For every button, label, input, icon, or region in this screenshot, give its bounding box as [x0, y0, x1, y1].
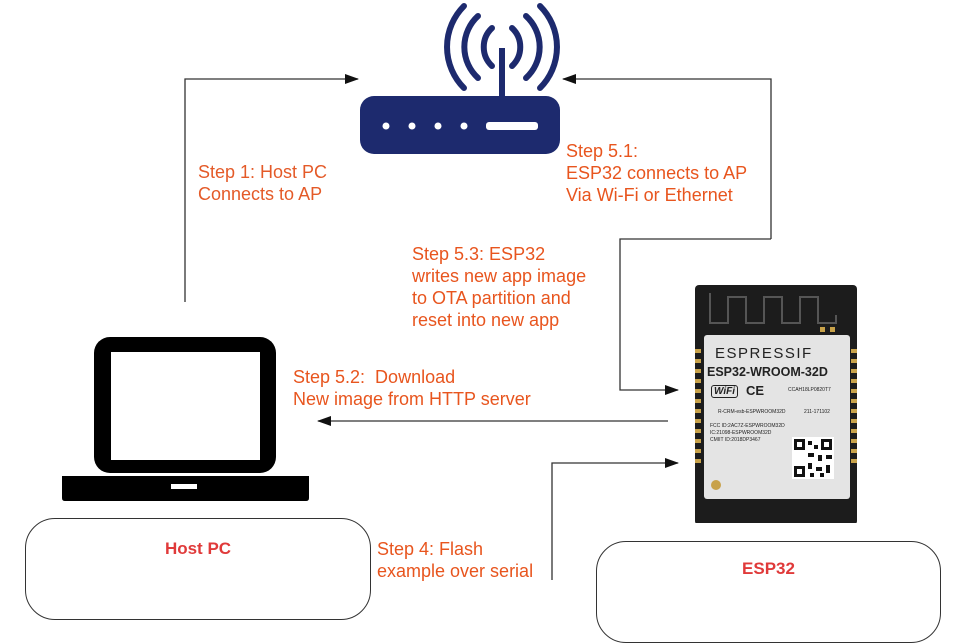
- wifi-logo: WiFi: [711, 385, 739, 398]
- step5-1-line: Via Wi-Fi or Ethernet: [566, 185, 733, 205]
- arrow-step4: [551, 458, 679, 580]
- module-brand: ESPRESSIF: [715, 345, 813, 362]
- arrow-step1: [184, 74, 359, 302]
- step4-line: example over serial: [377, 561, 534, 581]
- arrow-step5-1: [562, 74, 772, 239]
- fcc-line: CMIIT ID:2018DP3467: [710, 437, 761, 443]
- step4-line: Step 4: Flash: [377, 539, 484, 559]
- fcc-line: IC:21098-ESPWROOM32D: [710, 430, 772, 436]
- wifi-router-icon: [360, 3, 560, 154]
- cert-211: 211-171102: [804, 409, 830, 415]
- rcrm-cert: R-CRM-esb-ESPWROOM32D: [718, 409, 786, 415]
- step5-3-line: writes new app image: [412, 266, 587, 286]
- arrow-step5-3: [619, 238, 771, 395]
- host-pc-title: Host PC: [164, 539, 232, 558]
- step5-2-label: Step 5.2: Download New image from HTTP s…: [293, 366, 531, 410]
- step1-line: Step 1: Host PC: [198, 162, 328, 182]
- ccah-cert: CCAH18LP0820T7: [788, 387, 831, 393]
- step5-1-label: Step 5.1: ESP32 connects to AP Via Wi-Fi…: [566, 140, 747, 206]
- step5-2-line: Step 5.2: Download: [293, 367, 456, 387]
- step1-label: Step 1: Host PC Connects to AP: [198, 161, 327, 205]
- host-pc-box: Host PC: [25, 518, 371, 620]
- diagram-canvas: [62, 3, 772, 580]
- step1-line: Connects to AP: [198, 184, 323, 204]
- esp32-module-icon: ESPRESSIF ESP32-WROOM-32D WiFi CE CCAH18…: [680, 255, 865, 525]
- step5-2-line: New image from HTTP server: [293, 389, 531, 409]
- esp32-title: ESP32: [742, 559, 795, 578]
- ce-mark: CE: [746, 383, 765, 398]
- qr-code-icon: [792, 437, 834, 479]
- step5-3-line: Step 5.3: ESP32: [412, 244, 546, 264]
- step5-3-line: to OTA partition and: [412, 288, 571, 308]
- step5-3-label: Step 5.3: ESP32 writes new app image to …: [412, 243, 586, 331]
- esp32-box: ESP32: [596, 541, 941, 643]
- module-model: ESP32-WROOM-32D: [707, 365, 828, 379]
- step5-1-line: ESP32 connects to AP: [566, 163, 748, 183]
- fcc-info: FCC ID:2AC7Z-ESPWROOM32D IC:21098-ESPWRO…: [710, 423, 785, 444]
- step5-3-line: reset into new app: [412, 310, 560, 330]
- step5-1-line: Step 5.1:: [566, 141, 639, 161]
- laptop-icon: [62, 337, 309, 501]
- step4-label: Step 4: Flash example over serial: [377, 538, 533, 582]
- fcc-line: FCC ID:2AC7Z-ESPWROOM32D: [710, 423, 785, 429]
